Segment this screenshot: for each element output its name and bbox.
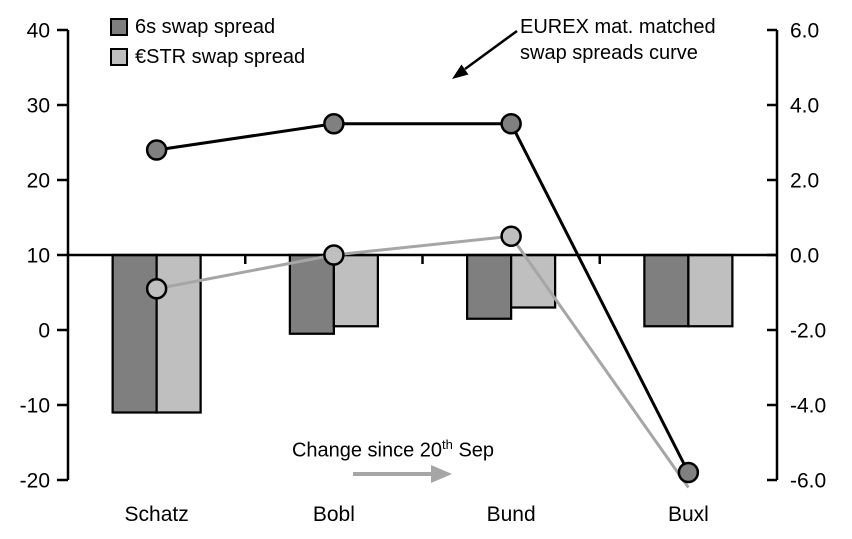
right-axis-tick-label: 0.0 — [790, 245, 819, 268]
marker-6s — [677, 461, 700, 484]
left-axis-tick-label: -20 — [20, 470, 50, 493]
right-axis-tick-label: 2.0 — [790, 170, 819, 193]
right-axis-tick-label: -2.0 — [790, 320, 826, 343]
legend-label-6s: 6s swap spread — [135, 15, 276, 38]
left-axis-tick-label: 0 — [38, 320, 50, 343]
bar-6s-change — [466, 253, 513, 320]
legend-swatch-6s-icon — [110, 18, 128, 36]
right-axis-tick-label: -6.0 — [790, 470, 826, 493]
change-annotation-arrowhead-icon — [431, 465, 452, 483]
bar-6s-change — [643, 253, 690, 328]
curve-annotation-arrow — [464, 29, 518, 71]
marker-estr — [500, 225, 522, 247]
left-axis-tick-label: 20 — [27, 170, 50, 193]
category-label: Bund — [487, 503, 536, 526]
right-axis-tick-label: 4.0 — [790, 95, 819, 118]
curve-annotation-line2: swap spreads curve — [520, 42, 698, 64]
category-label: Buxl — [668, 503, 709, 526]
left-axis-tick-label: 40 — [27, 20, 50, 43]
right-axis-tick-label: 6.0 — [790, 20, 819, 43]
left-axis-tick-label: -10 — [20, 395, 50, 418]
change-annotation-superscript: th — [442, 437, 453, 452]
category-label: Schatz — [125, 503, 189, 526]
marker-6s — [500, 113, 522, 135]
category-label: Bobl — [313, 503, 355, 526]
line-estr-level — [156, 234, 690, 489]
marker-estr — [323, 244, 345, 266]
change-annotation-text: Change since 20 — [291, 439, 443, 462]
legend: 6s swap spread €STR swap spread — [110, 12, 305, 72]
legend-label-estr: €STR swap spread — [135, 45, 306, 68]
marker-6s — [323, 113, 345, 135]
curve-annotation-arrowhead-icon — [452, 64, 469, 79]
bar-estr-change — [510, 253, 557, 309]
curve-annotation-line1: EUREX mat. matched — [520, 16, 716, 38]
bar-estr-change — [155, 253, 202, 414]
line-6s-level — [156, 122, 690, 474]
right-axis-tick-label: -4.0 — [790, 395, 826, 418]
bar-6s-change — [111, 253, 158, 414]
change-annotation-suffix: Sep — [452, 439, 495, 462]
left-axis-tick-label: 30 — [27, 95, 50, 118]
legend-item-6s: 6s swap spread — [110, 12, 305, 42]
marker-estr — [145, 278, 168, 300]
marker-6s — [145, 139, 168, 161]
change-annotation: Change since 20th Sep — [268, 437, 518, 463]
bar-6s-change — [288, 253, 335, 335]
legend-swatch-estr-icon — [110, 48, 128, 66]
bar-estr-change — [687, 253, 734, 328]
left-axis-tick-label: 10 — [27, 245, 50, 268]
legend-item-estr: €STR swap spread — [110, 42, 305, 72]
curve-annotation: EUREX mat. matched swap spreads curve — [520, 14, 716, 66]
bar-estr-change — [332, 253, 379, 328]
